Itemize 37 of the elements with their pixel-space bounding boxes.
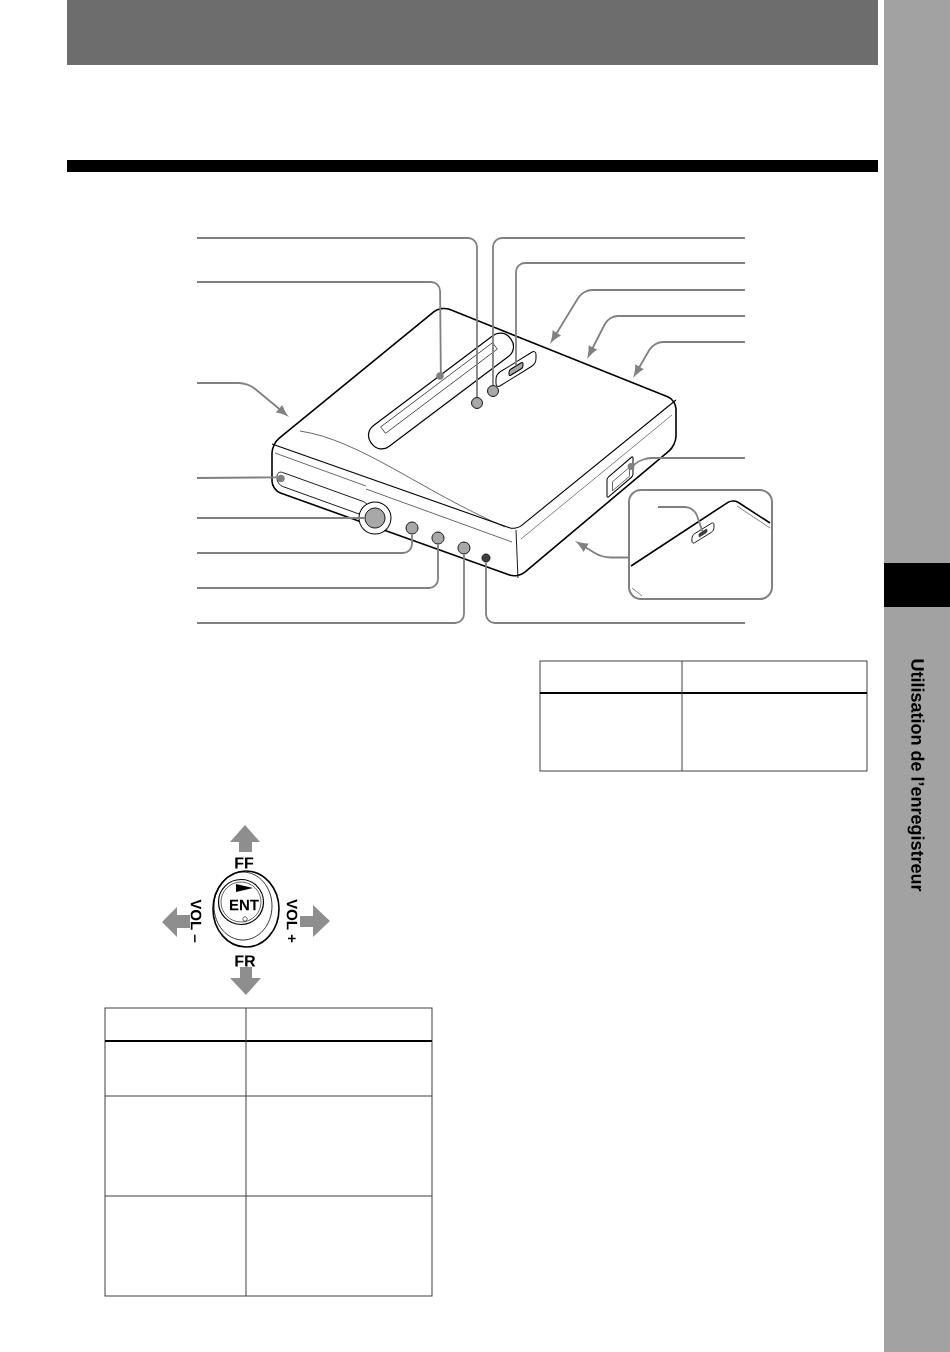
leader-line: [196, 517, 366, 519]
leader-line: [657, 506, 704, 533]
display-window: [380, 342, 498, 434]
recorder-drawing: [271, 307, 677, 579]
front-window: [276, 471, 370, 517]
button: [487, 385, 499, 397]
side-tab-label: Utilisation de l’enregistreur: [907, 659, 925, 892]
button: [405, 521, 419, 535]
leader-line: [196, 543, 439, 589]
leader-line: [515, 262, 746, 367]
side-connector: [606, 456, 635, 498]
slide-lever: [691, 522, 715, 544]
direction-label: FF: [235, 857, 254, 869]
arrow: [551, 289, 746, 342]
leader-line: [632, 457, 746, 467]
leader-line: [196, 533, 413, 554]
leader-line: [196, 281, 442, 375]
leader-line: [196, 553, 465, 624]
direction-label: FR: [235, 955, 256, 967]
jog-dial: [358, 501, 392, 535]
button: [471, 397, 483, 409]
leader-line: [485, 561, 746, 624]
leader-line: [196, 476, 278, 479]
inset-panel: [628, 489, 773, 600]
arrow: [196, 382, 288, 416]
arrow: [633, 341, 746, 376]
direction-label: VOL +: [286, 899, 298, 943]
leader-line: [196, 237, 478, 398]
jack: [481, 553, 491, 563]
button: [431, 531, 445, 545]
leader-line: [492, 237, 746, 386]
button: [457, 541, 471, 555]
button-label: ENT: [230, 899, 259, 911]
arrow: [587, 315, 746, 357]
slide-lever: [495, 351, 537, 387]
arrow: [577, 542, 629, 559]
direction-label: VOL –: [190, 899, 202, 943]
